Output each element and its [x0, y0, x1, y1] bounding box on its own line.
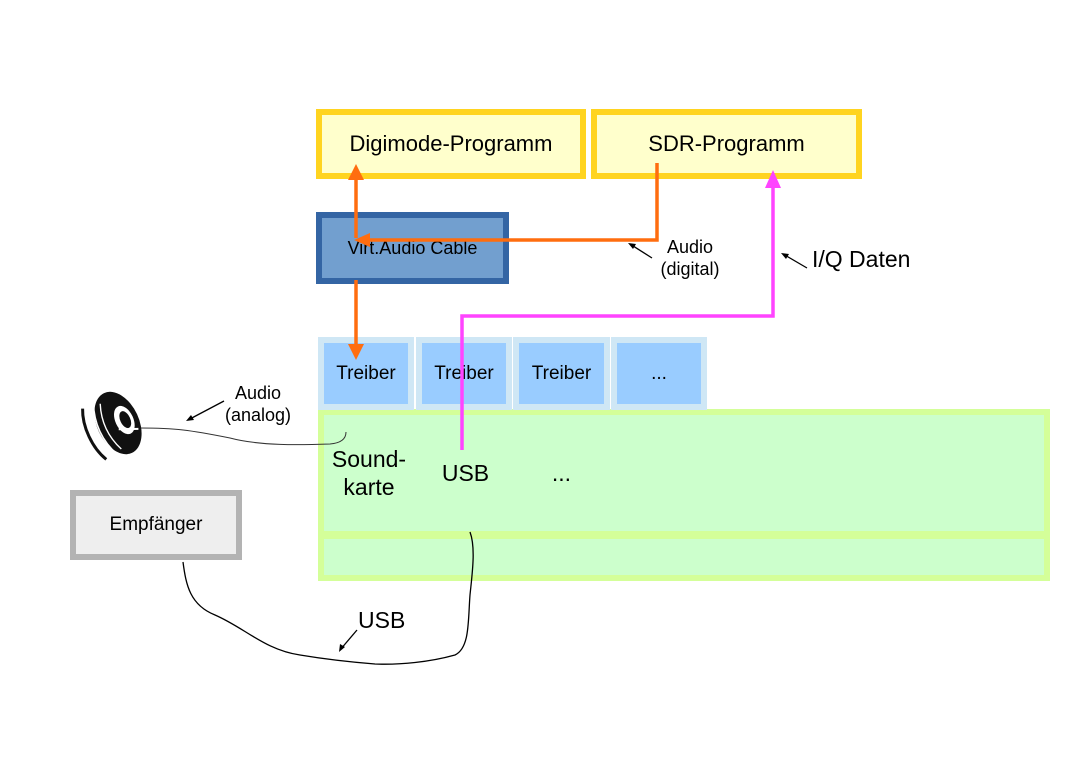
driver-label: Treiber	[336, 362, 396, 384]
driver-other: Treiber	[513, 337, 610, 410]
usb-cable	[182, 531, 474, 665]
soundcard-label-line2: karte	[343, 473, 395, 500]
driver-more: ...	[611, 337, 707, 410]
driver-soundcard: Treiber	[318, 337, 414, 410]
audio-digital-label-line1: Audio	[666, 237, 714, 257]
label-pointer-iq	[781, 253, 808, 269]
vac-to-driver-arrow	[348, 280, 364, 360]
label-pointer-audio-analog	[186, 400, 225, 421]
iq-data-path	[460, 170, 781, 450]
speaker-icon	[81, 391, 142, 461]
driver-usb: Treiber	[416, 337, 512, 410]
soundcard-label-line1: Sound-	[331, 445, 407, 472]
receiver-label: Empfänger	[109, 514, 203, 535]
audio-analog-label-line2: (analog)	[224, 405, 292, 425]
virtual-audio-cable-label: Virt.Audio Cable	[347, 237, 478, 258]
receiver: Empfänger	[70, 490, 242, 560]
audio-digital-path	[354, 163, 659, 247]
analog-audio-cable	[139, 427, 347, 446]
usb-cable-label: USB	[358, 607, 406, 633]
vac-to-digimode-arrow	[348, 164, 364, 238]
audio-digital-label: Audio (digital)	[650, 236, 730, 280]
soundcard-slot: Sound- karte	[327, 416, 411, 529]
virtual-audio-cable: Virt.Audio Cable	[316, 212, 509, 284]
sdr-program: SDR-Programm	[591, 109, 862, 179]
hardware-remaining-area	[618, 416, 1042, 529]
digimode-program-label: Digimode-Programm	[349, 131, 553, 156]
audio-analog-label-line1: Audio	[234, 383, 282, 403]
driver-label: ...	[651, 362, 667, 384]
iq-data-label: I/Q Daten	[812, 246, 911, 272]
other-slot: ...	[521, 416, 602, 529]
label-pointer-audio-digital	[628, 243, 653, 259]
other-slot-label: ...	[551, 459, 572, 486]
audio-analog-label: Audio (analog)	[218, 382, 298, 426]
audio-digital-label-line2: (digital)	[660, 259, 720, 279]
sdr-program-label: SDR-Programm	[648, 131, 805, 156]
driver-label: Treiber	[531, 362, 592, 384]
digimode-program: Digimode-Programm	[316, 109, 586, 179]
label-pointer-usb	[339, 629, 358, 652]
driver-label: Treiber	[434, 362, 494, 384]
usb-slot-label: USB	[441, 459, 490, 486]
computer-hardware-base	[318, 533, 1050, 581]
usb-slot: USB	[424, 416, 507, 529]
